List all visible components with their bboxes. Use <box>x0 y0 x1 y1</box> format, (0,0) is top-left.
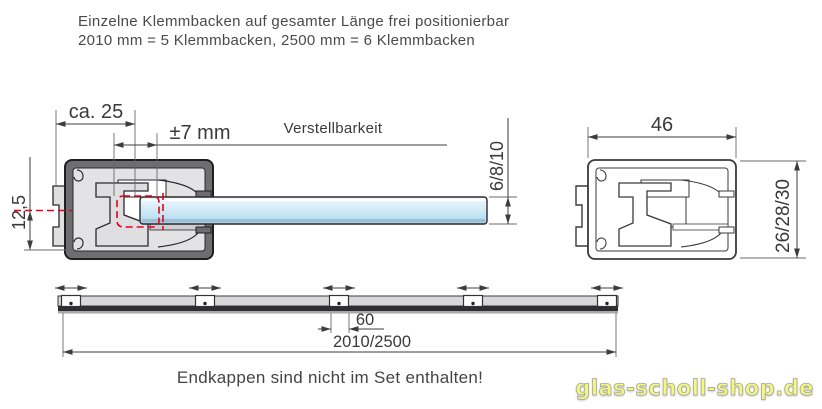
spring-curl-bottom-outline <box>596 237 607 250</box>
clamp-block <box>189 285 221 308</box>
footer-note: Endkappen sind nicht im Set enthalten! <box>176 368 484 387</box>
spring-curl-bottom <box>73 237 84 250</box>
dim-center-height: 12,5 <box>9 157 76 251</box>
header-note-line2: 2010 mm = 5 Klemmbacken, 2500 mm = 6 Kle… <box>78 32 476 49</box>
clamp-lip-bottom <box>195 226 212 234</box>
clamp-rail-top-view: 60 2010/2500 <box>55 285 623 357</box>
shop-watermark: glas-scholl-shop.de <box>575 376 814 401</box>
rail-bottom-edge <box>58 311 618 314</box>
dim-adjust-label: ±7 mm <box>170 122 231 144</box>
red-dashed-clamp-outline <box>116 195 160 228</box>
dim-width-46-label: 46 <box>651 114 673 136</box>
dim-ca25: ca. 25 <box>55 101 136 196</box>
spring-curl-top <box>73 169 84 182</box>
dim-length-label: 2010/2500 <box>333 333 411 351</box>
clamp-block <box>55 285 87 308</box>
verstellbarkeit-label: Verstellbarkeit <box>284 120 383 137</box>
dim-glass-thickness: 6/8/10 <box>487 118 517 225</box>
spring-curl-top-outline <box>596 169 607 182</box>
clamp-lip-top <box>195 190 212 198</box>
header-note-line1: Einzelne Klemmbacken auf gesamter Länge … <box>78 13 510 30</box>
glass-pane <box>139 196 488 225</box>
dim-block-60-label: 60 <box>356 311 374 329</box>
clamp-block <box>323 285 355 308</box>
dim-block-60: 60 <box>318 311 384 333</box>
rail-dark-band <box>58 306 618 311</box>
clamp-jaw-anvil-outline <box>618 182 672 247</box>
dim-height-26-28-30: 26/28/30 <box>740 160 806 259</box>
dim-height-label: 26/28/30 <box>773 179 794 253</box>
clamp-block <box>457 285 489 308</box>
clamp-jaw-anvil <box>95 182 149 247</box>
dim-length: 2010/2500 <box>62 313 617 357</box>
dim-ca25-label: ca. 25 <box>69 101 123 123</box>
dim-adjustability: ±7 mm Verstellbarkeit <box>113 120 447 196</box>
wall-flange <box>52 185 67 247</box>
dim-width-46: 46 <box>587 114 737 158</box>
clamp-block <box>591 285 623 308</box>
right-cross-section <box>575 159 737 260</box>
dim-center-height-label: 12,5 <box>9 195 29 230</box>
wall-flange-outline <box>575 185 590 247</box>
dim-glass-thickness-label: 6/8/10 <box>487 141 507 191</box>
clamp-lip-bottom-outline <box>718 226 735 234</box>
red-clamp-highlight <box>14 193 164 230</box>
clamp-lip-top-outline <box>718 190 735 198</box>
